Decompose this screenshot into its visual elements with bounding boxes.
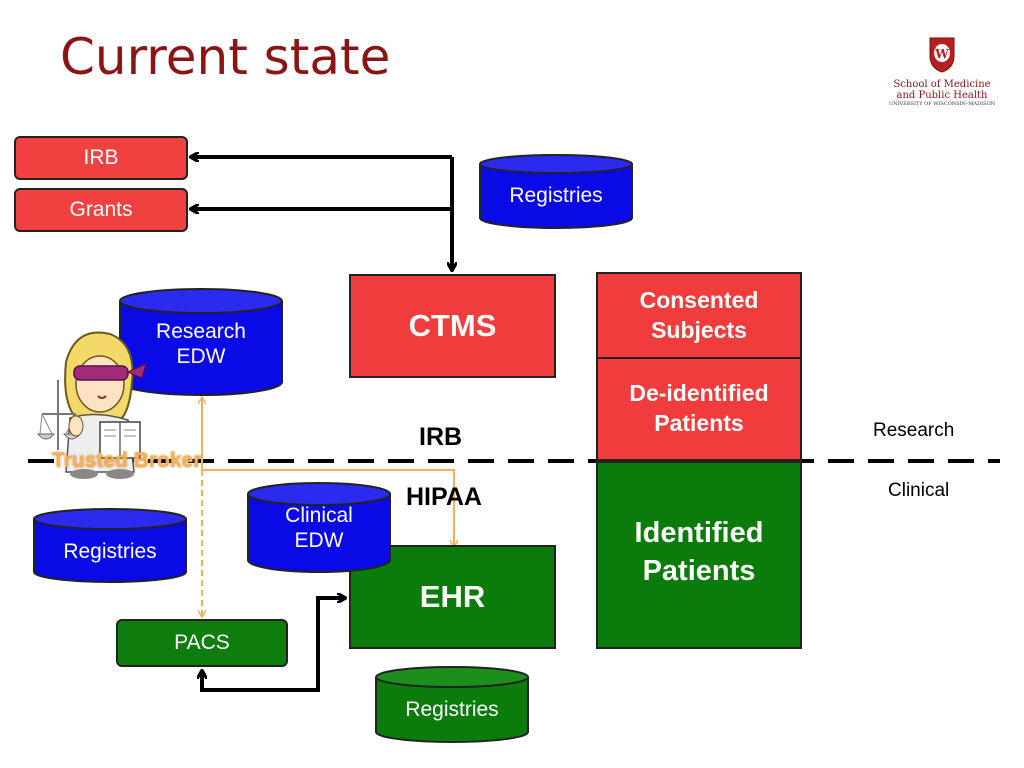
registries-top-cylinder: Registries <box>478 154 634 230</box>
irb-label: IRB <box>419 423 463 451</box>
trusted-broker-label: Trusted Broker <box>52 449 202 472</box>
deidentified-patients-box: De-identified Patients <box>596 357 802 461</box>
registries-left-label: Registries <box>63 539 157 563</box>
trusted-broker-figure <box>36 322 156 482</box>
research-edw-cylinder: Research EDW <box>118 288 284 396</box>
registries-left-cylinder: Registries <box>32 508 188 584</box>
svg-text:W: W <box>934 47 949 61</box>
crest-icon: W <box>929 37 955 73</box>
clinical-label: Clinical <box>888 480 950 501</box>
clinical-edw-cylinder: Clinical EDW <box>246 482 392 574</box>
identified-patients-box: Identified Patients <box>596 461 802 649</box>
irb-box: IRB <box>14 136 188 180</box>
logo-line-3: UNIVERSITY OF WISCONSIN–MADISON <box>888 101 996 107</box>
logo-line-1: School of Medicine <box>893 79 991 90</box>
research-label: Research <box>873 420 955 441</box>
broker-line-ehr <box>202 469 454 546</box>
grants-box: Grants <box>14 188 188 232</box>
school-logo: W School of Medicine and Public Health U… <box>882 34 1002 107</box>
hipaa-label: HIPAA <box>406 483 482 511</box>
research-edw-label-1: Research <box>156 320 246 343</box>
pacs-box: PACS <box>116 619 288 667</box>
clinical-edw-label-1: Clinical <box>285 504 353 527</box>
logo-line-2: and Public Health <box>896 90 988 101</box>
research-edw-label-2: EDW <box>176 344 226 368</box>
clinical-edw-label-2: EDW <box>294 528 344 552</box>
registries-bottom-cylinder: Registries <box>374 666 530 744</box>
registries-top-label: Registries <box>509 183 603 207</box>
consented-subjects-box: Consented Subjects <box>596 272 802 359</box>
registries-bottom-label: Registries <box>405 697 499 721</box>
ctms-box: CTMS <box>349 274 556 378</box>
page-title: Current state <box>60 28 391 86</box>
